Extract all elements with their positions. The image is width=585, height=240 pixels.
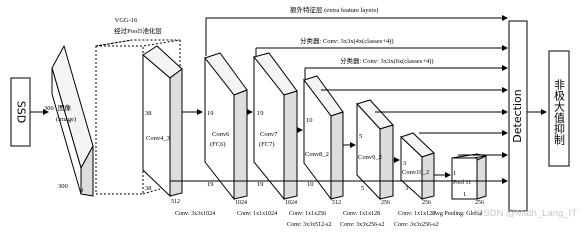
conv4-3-dim-top: 38 xyxy=(145,110,152,117)
conv10-2-label: Conv10_2 xyxy=(402,169,429,176)
conv8-2-block: 10 Conv8_2 10 512 Conv: 1x1x256 Conv: 3x… xyxy=(287,75,344,228)
pool11-label: Pool 11 xyxy=(453,180,471,186)
ssd-architecture-diagram: SSD 300 图像 (image) 300 3 VGG-16 经过Pool5池… xyxy=(10,5,578,228)
conv9-2-channels: 256 xyxy=(381,200,390,206)
conv4-3-dim-bottom: 38 xyxy=(145,185,152,192)
conv8-2-label: Conv8_2 xyxy=(305,151,329,158)
conv8-2-op2: Conv: 3x3x512-s2 xyxy=(287,222,332,228)
classifier-arrows xyxy=(170,45,508,184)
conv8-2-channels: 512 xyxy=(332,200,341,206)
vgg-subtitle: 经过Pool5池化层 xyxy=(114,26,162,35)
pool11-op: Avg Pooling: Global xyxy=(433,211,483,217)
conv7-label: Conv7 xyxy=(260,131,278,138)
conv10-2-dim-bottom: 3 xyxy=(405,185,408,192)
conv4-3-channels: 512 xyxy=(171,199,180,205)
extra-feature-arrow xyxy=(205,15,508,56)
classifier-2-label: 分类器: Conv: 3x3x(6x(classes+4)) xyxy=(340,56,434,65)
conv10-2-block: 3 Conv10_2 3 256 Conv: 1x1x128 Conv: 3x3… xyxy=(394,132,439,228)
input-image-block: 300 图像 (image) 300 3 xyxy=(44,44,94,197)
conv6-block: 19 Conv6 (FC6) 19 1024 Conv: 3x3x1024 xyxy=(175,52,248,217)
forward-arrows xyxy=(182,109,451,178)
conv10-2-op1: Conv: 1x1x128 xyxy=(398,211,435,217)
conv9-2-op2: Conv: 3x3x256-s2 xyxy=(340,222,385,228)
conv7-block: 19 Conv7 (FC7) 19 1024 Conv: 1x1x1024 xyxy=(237,52,298,217)
conv9-2-label: Conv9_2 xyxy=(358,154,382,161)
pool11-dim-bottom: 1 xyxy=(463,191,466,198)
input-dim-bottom: 300 xyxy=(58,183,68,190)
input-sub: (image) xyxy=(56,116,76,123)
extra-feature-label: 额外特征层 (extra feature layers) xyxy=(290,5,378,14)
conv10-2-channels: 256 xyxy=(422,200,431,206)
conv9-2-op1: Conv: 1x1x128 xyxy=(343,211,380,217)
input-channels: 3 xyxy=(80,187,83,194)
conv6-channels: 1024 xyxy=(235,200,247,206)
conv4-3-block: 38 Conv4_3 38 512 xyxy=(142,45,183,205)
conv8-2-op1: Conv: 1x1x256 xyxy=(289,211,326,217)
pool11-dim-top: 1 xyxy=(453,170,456,177)
ssd-label: SSD xyxy=(15,101,28,123)
conv7-dim-top: 19 xyxy=(257,110,264,117)
nms-label: 非极大值抑制 xyxy=(553,79,566,145)
watermark: CSDN @Math_Lang_IT xyxy=(477,208,578,219)
conv6-op: Conv: 3x3x1024 xyxy=(175,211,215,217)
pool11-block: 1 Pool 11 1 256 Avg Pooling: Global xyxy=(433,153,487,217)
conv9-2-block: 5 Conv9_2 5 256 Conv: 1x1x128 Conv: 3x3x… xyxy=(340,99,394,228)
conv6-sub: (FC6) xyxy=(210,141,226,148)
conv9-2-dim-top: 5 xyxy=(359,133,362,140)
conv8-2-dim-bottom: 10 xyxy=(307,181,314,188)
conv9-2-dim-bottom: 5 xyxy=(361,185,364,192)
conv7-dim-bottom: 19 xyxy=(257,181,264,188)
conv7-sub: (FC7) xyxy=(259,141,275,148)
input-dim-top: 300 xyxy=(44,105,54,112)
conv4-3-label: Conv4_3 xyxy=(146,135,170,142)
vgg-title: VGG-16 xyxy=(115,17,138,24)
detection-label: Detection xyxy=(511,89,524,142)
conv7-op: Conv: 1x1x1024 xyxy=(237,211,277,217)
conv10-2-dim-top: 3 xyxy=(403,160,406,167)
conv10-2-op2: Conv: 3x3x256-s2 xyxy=(394,222,439,228)
pool11-channels: 256 xyxy=(475,200,484,206)
classifier-1-label: 分类器: Conv: 3x3x(4x(classes+4)) xyxy=(300,36,394,45)
detection-box: Detection xyxy=(508,20,528,212)
input-name: 图像 xyxy=(58,103,72,112)
conv6-dim-top: 19 xyxy=(207,110,214,117)
conv8-2-dim-top: 10 xyxy=(306,117,313,124)
conv6-label: Conv6 xyxy=(212,131,230,138)
conv6-dim-bottom: 19 xyxy=(207,181,214,188)
conv7-channels: 1024 xyxy=(285,200,297,206)
ssd-box: SSD xyxy=(10,77,31,147)
nms-box: 非极大值抑制 xyxy=(548,50,570,167)
